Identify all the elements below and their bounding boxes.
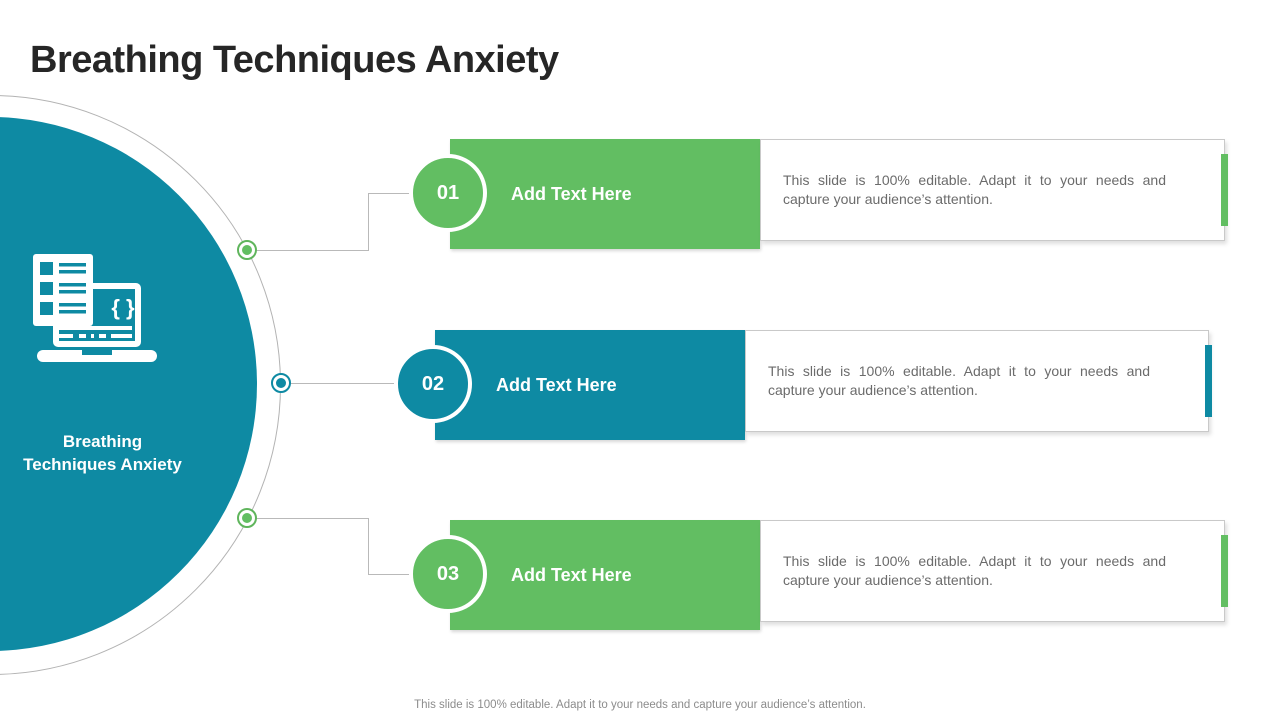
- connector-line: [368, 193, 412, 194]
- item-3-bar[interactable]: 03 Add Text Here: [409, 520, 760, 630]
- connector-dot-2: [271, 373, 291, 393]
- hub-label[interactable]: Breathing Techniques Anxiety: [0, 430, 205, 476]
- item-1-description: This slide is 100% editable. Adapt it to…: [783, 171, 1166, 208]
- connector-line: [247, 518, 368, 519]
- item-2-description-box[interactable]: This slide is 100% editable. Adapt it to…: [745, 330, 1212, 432]
- item-1-label[interactable]: Add Text Here: [511, 183, 632, 204]
- connector-dot-1: [237, 240, 257, 260]
- item-3-number-badge: 03: [409, 535, 487, 613]
- item-3-description: This slide is 100% editable. Adapt it to…: [783, 552, 1166, 589]
- footer-note: This slide is 100% editable. Adapt it to…: [414, 699, 866, 711]
- hub-label-line1: Breathing: [62, 432, 143, 451]
- connector-line: [368, 193, 369, 251]
- connector-line: [368, 518, 369, 575]
- item-2-label[interactable]: Add Text Here: [496, 374, 617, 395]
- page-title[interactable]: Breathing Techniques Anxiety: [30, 39, 559, 82]
- item-2-accent-bar: [1205, 345, 1212, 417]
- item-2-description: This slide is 100% editable. Adapt it to…: [768, 362, 1150, 399]
- connector-line: [368, 574, 412, 575]
- connector-dot-3: [237, 508, 257, 528]
- connector-line: [281, 383, 397, 384]
- item-1-bar[interactable]: 01 Add Text Here: [409, 139, 760, 249]
- item-2-bar[interactable]: 02 Add Text Here: [394, 330, 745, 440]
- connector-dot-core: [242, 513, 252, 523]
- item-1-description-box[interactable]: This slide is 100% editable. Adapt it to…: [760, 139, 1228, 241]
- laptop-code-checklist-icon: { }: [33, 254, 157, 362]
- connector-line: [247, 250, 368, 251]
- svg-text:{ }: { }: [111, 295, 135, 320]
- item-3-description-box[interactable]: This slide is 100% editable. Adapt it to…: [760, 520, 1228, 622]
- item-1-number-badge: 01: [409, 154, 487, 232]
- item-3-accent-bar: [1221, 535, 1228, 607]
- item-1-accent-bar: [1221, 154, 1228, 226]
- item-2-number-badge: 02: [394, 345, 472, 423]
- connector-dot-core: [242, 245, 252, 255]
- item-3-label[interactable]: Add Text Here: [511, 564, 632, 585]
- hub-label-line2: Techniques Anxiety: [23, 455, 182, 474]
- hub-circle[interactable]: [0, 117, 257, 651]
- connector-dot-core: [276, 378, 286, 388]
